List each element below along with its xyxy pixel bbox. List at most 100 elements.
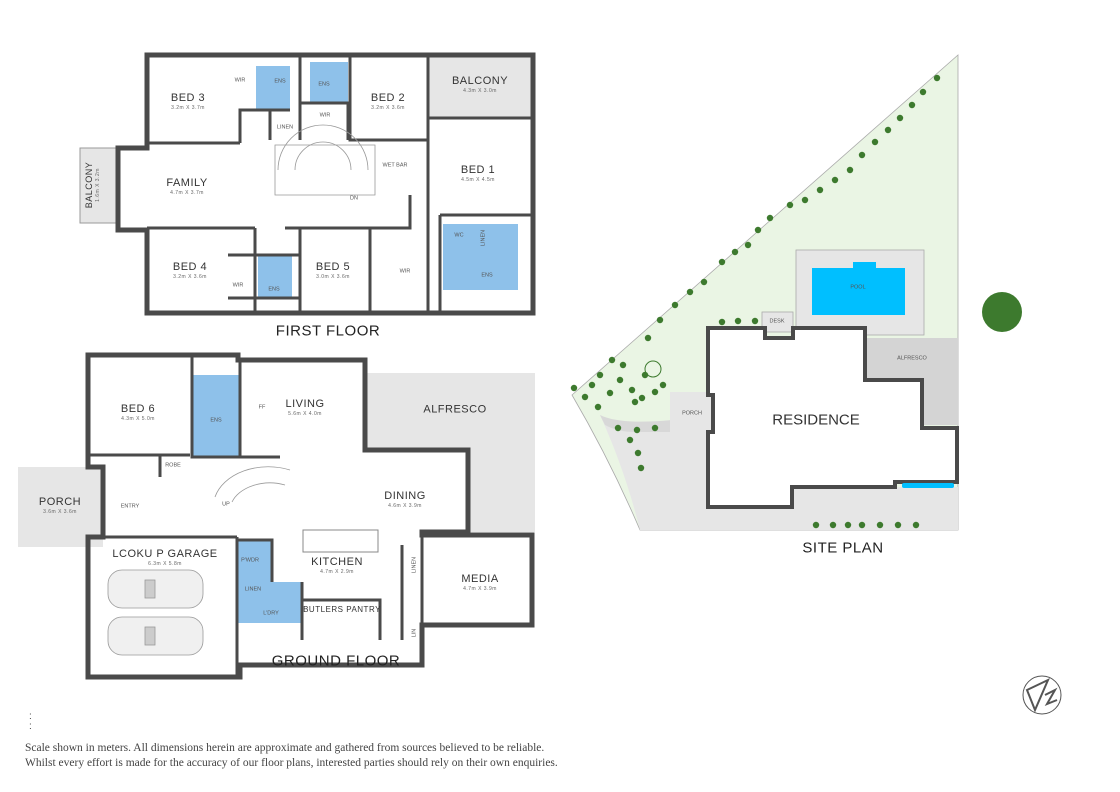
staircase (214, 466, 291, 503)
shrub-icon (614, 424, 622, 432)
label-powder: P'WDR (241, 557, 259, 564)
label-linen: LINEN (276, 124, 294, 131)
shrub-icon (754, 226, 762, 234)
shrub-icon (858, 521, 866, 529)
shrub-icon (846, 166, 854, 174)
label-wir: WIR (399, 268, 411, 275)
ens-bed2 (310, 62, 348, 103)
label-dn: DN (350, 195, 358, 202)
label-ens: ENS (210, 417, 222, 424)
shrub-icon (608, 356, 616, 364)
shrub-icon (671, 301, 679, 309)
shrub-icon (628, 386, 636, 394)
label-wir: WIR (232, 282, 244, 289)
shrub-icon (894, 521, 902, 529)
ens-bed1 (443, 224, 518, 290)
compass-north-icon (1022, 675, 1062, 715)
shrub-icon (718, 258, 726, 266)
label-ens: ENS (318, 81, 330, 88)
label-porch: PORCH (682, 410, 702, 417)
label-pool: POOL (850, 284, 866, 291)
shrub-icon (581, 393, 589, 401)
label-entry: ENTRY (120, 503, 140, 510)
label-residence: RESIDENCE (772, 411, 860, 429)
balcony-left (79, 147, 119, 224)
shrub-icon (633, 426, 641, 434)
site-plan-title: SITE PLAN (802, 539, 884, 557)
balcony-top (428, 55, 533, 117)
laundry (237, 582, 302, 623)
label-laundry: L'DRY (263, 610, 279, 617)
footer-mark: : (29, 721, 32, 732)
shrub-icon (637, 464, 645, 472)
label-ens: ENS (268, 286, 280, 293)
shrub-icon (619, 361, 627, 369)
residence-outline (706, 326, 959, 509)
shrub-icon (644, 334, 652, 342)
label-ens: ENS (481, 272, 493, 279)
ground-floor-plan (18, 352, 535, 680)
shrub-icon (744, 241, 752, 249)
shrub-icon (786, 201, 794, 209)
shrub-icon (751, 317, 759, 325)
shrub-icon (933, 74, 941, 82)
pool (812, 262, 905, 315)
shrub-icon (634, 449, 642, 457)
shrub-icon (700, 278, 708, 286)
staircase (274, 124, 376, 196)
shrub-icon (631, 398, 639, 406)
alfresco-area (365, 373, 535, 532)
shrub-icon (686, 288, 694, 296)
label-wir: WIR (234, 77, 246, 84)
disclaimer-line-1: Scale shown in meters. All dimensions he… (25, 742, 545, 754)
label-wet-bar: WET BAR (382, 162, 408, 169)
first-floor-plan (79, 52, 536, 316)
kitchen-island (302, 529, 379, 553)
shrub-icon (816, 186, 824, 194)
shrub-icon (616, 376, 624, 384)
shrub-icon (801, 196, 809, 204)
shrub-icon (656, 316, 664, 324)
shrub-icon (638, 394, 646, 402)
alfresco-site (867, 338, 958, 425)
shrub-icon (606, 389, 614, 397)
shrub-icon (570, 384, 578, 392)
shrub-icon (588, 381, 596, 389)
disclaimer-line-2: Whilst every effort is made for the accu… (25, 757, 558, 769)
label-lin: LIN (411, 628, 418, 638)
ens-bed3 (256, 66, 290, 110)
ens-bed6 (192, 375, 240, 457)
shrub-icon (718, 318, 726, 326)
shrub-icon (908, 101, 916, 109)
footer-marks: :: (29, 712, 32, 732)
shrub-icon (896, 114, 904, 122)
shrub-icon (884, 126, 892, 134)
shrub-icon (596, 371, 604, 379)
room-butlers-pantry: BUTLERS PANTRY (303, 605, 381, 614)
room-alfresco: ALFRESCO (423, 403, 487, 416)
shrub-icon (731, 248, 739, 256)
shrub-icon (858, 151, 866, 159)
shrub-icon (651, 388, 659, 396)
label-linen: LINEN (411, 556, 418, 574)
label-linen: LINEN (244, 586, 262, 593)
shrub-icon (844, 521, 852, 529)
ground-floor-title: GROUND FLOOR (271, 652, 401, 670)
disclaimer: Scale shown in meters. All dimensions he… (25, 741, 558, 771)
label-alfresco: ALFRESCO (897, 355, 927, 362)
